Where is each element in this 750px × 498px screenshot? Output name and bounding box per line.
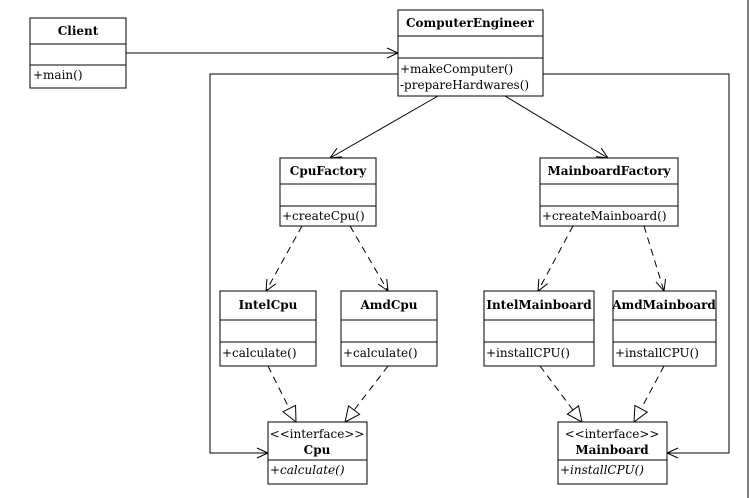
method: +createMainboard() [542, 209, 667, 223]
dep-cpufactory-amdcpu [349, 225, 389, 293]
class-name: ComputerEngineer [406, 16, 535, 30]
method: +calculate() [222, 346, 297, 360]
class-computer-engineer[interactable]: ComputerEngineer +makeComputer() -prepar… [397, 9, 544, 97]
dep-mainboardfactory-amdmainboard [643, 225, 667, 293]
assoc-engineer-mainboardfactory [504, 95, 610, 159]
real-amdcpu-cpu [344, 365, 389, 423]
class-name: MainboardFactory [547, 164, 671, 178]
class-mainboard-factory[interactable]: MainboardFactory +createMainboard() [539, 157, 679, 227]
method: +installCPU() [486, 346, 570, 360]
interface-cpu[interactable]: <<interface>> Cpu +calculate() [267, 421, 368, 485]
class-name: CpuFactory [290, 164, 367, 178]
method: -prepareHardwares() [400, 78, 529, 92]
dep-mainboardfactory-intelmainboard [537, 225, 574, 293]
method: +main() [33, 68, 83, 82]
assoc-engineer-cpu [209, 73, 398, 459]
assoc-engineer-mainboard [543, 73, 730, 459]
class-cpu-factory[interactable]: CpuFactory +createCpu() [279, 157, 377, 227]
stereotype: <<interface>> [270, 427, 365, 441]
real-intelcpu-cpu [267, 365, 297, 424]
stereotype: <<interface>> [565, 427, 660, 441]
class-name: Client [58, 24, 99, 38]
method: +calculate() [343, 346, 418, 360]
class-name: AmdCpu [359, 298, 417, 312]
method: +calculate() [270, 463, 345, 477]
class-name: AmdMainboard [611, 298, 716, 312]
method: +createCpu() [282, 209, 365, 223]
interface-mainboard[interactable]: <<interface>> Mainboard +installCPU() [557, 421, 668, 485]
class-intel-mainboard[interactable]: IntelMainboard +installCPU() [483, 290, 595, 367]
real-intelmainboard-mainboard [539, 365, 583, 423]
class-name: IntelMainboard [486, 298, 592, 312]
class-amd-cpu[interactable]: AmdCpu +calculate() [340, 290, 438, 367]
method: +installCPU() [615, 346, 699, 360]
class-intel-cpu[interactable]: IntelCpu +calculate() [219, 290, 317, 367]
class-name: Mainboard [575, 443, 649, 457]
class-amd-mainboard[interactable]: AmdMainboard +installCPU() [611, 290, 717, 367]
method: +installCPU() [560, 463, 644, 477]
method: +makeComputer() [400, 62, 513, 76]
class-client[interactable]: Client +main() [29, 17, 127, 89]
dep-cpufactory-intelcpu [265, 225, 303, 293]
class-name: IntelCpu [239, 298, 298, 312]
class-name: Cpu [304, 443, 331, 457]
assoc-engineer-cpufactory [328, 95, 439, 159]
real-amdmainboard-mainboard [633, 365, 665, 424]
